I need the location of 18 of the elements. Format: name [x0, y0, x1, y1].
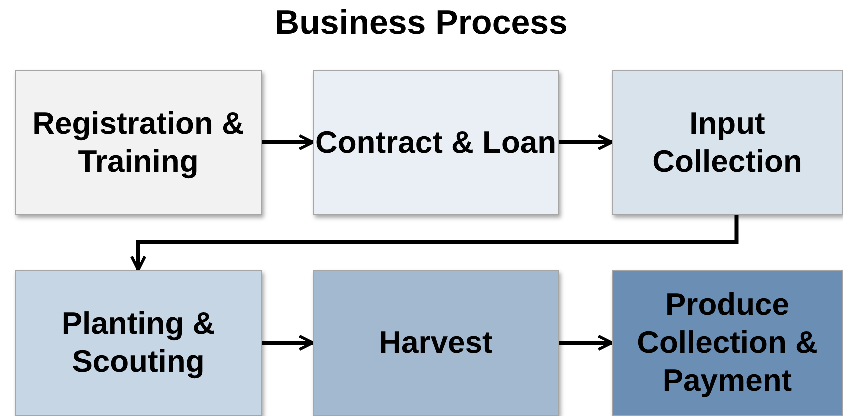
box-label: Produce Collection & Payment [636, 286, 819, 400]
process-box [612, 70, 843, 215]
box-label: Input Collection [652, 104, 804, 180]
arrow [262, 334, 314, 352]
process-box [313, 270, 559, 416]
arrow [130, 215, 739, 272]
process-box [15, 70, 262, 215]
process-box [612, 270, 843, 416]
diagram-title: Business Process [275, 4, 568, 43]
box-label: Contract & Loan [315, 124, 557, 162]
arrow [262, 134, 314, 151]
box-label: Registration & Training [32, 104, 246, 180]
box-label: Planting & Scouting [60, 305, 216, 381]
arrow [559, 334, 614, 352]
process-box [15, 270, 262, 416]
process-box [313, 70, 559, 215]
box-label: Harvest [379, 324, 493, 362]
arrow [559, 134, 614, 151]
